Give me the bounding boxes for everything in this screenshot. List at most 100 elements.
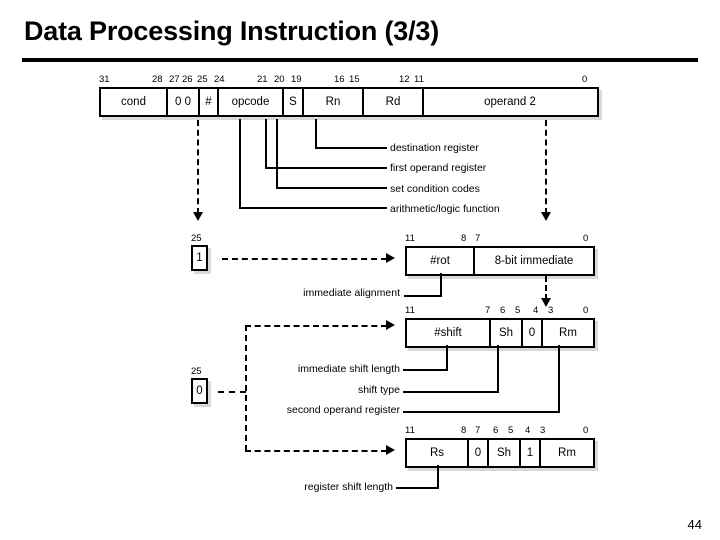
arrow-right-to-immediate-row — [386, 253, 395, 263]
bit-tick-27: 27 — [169, 74, 180, 85]
leader-line-second-operand-register-h — [403, 411, 560, 413]
bit-field-cell: Sh — [491, 320, 523, 346]
bit-field-cell: Rd — [364, 89, 424, 115]
bit-tick-16: 16 — [334, 74, 345, 85]
arrow-down-hash-bit-left — [193, 212, 203, 221]
bit-field-cell: Rn — [304, 89, 364, 115]
title-divider — [22, 58, 698, 62]
bit-tick-0: 0 — [583, 425, 589, 436]
bit-tick-11: 11 — [405, 305, 415, 316]
bit-tick-3: 3 — [548, 305, 554, 316]
bit-field-cell: cond — [101, 89, 168, 115]
page-title: Data Processing Instruction (3/3) — [24, 16, 439, 46]
leader-line-register-shift-length-h — [396, 487, 439, 489]
leader-line-immediate-alignment-h — [404, 295, 442, 297]
dashed-flow-hash-bit-left — [197, 120, 199, 214]
selector-box-register-shift: 0 — [191, 378, 208, 404]
bit-field-cell: Rm — [559, 327, 577, 339]
leader-line-destination-register — [315, 119, 317, 149]
bit-tick-11: 11 — [405, 425, 415, 436]
bit-field-cell: S — [284, 89, 304, 115]
leader-line-register-shift-length — [437, 465, 439, 489]
arrow-right-to-shift-row — [386, 320, 395, 330]
bit-tick-4: 4 — [525, 425, 531, 436]
callout-immediate-shift-length: immediate shift length — [297, 363, 400, 375]
dashed-flow-zero-to-register-shift-row — [245, 450, 387, 452]
bit-field-cell: 0 0 — [168, 89, 200, 115]
bit-tick-0: 0 — [582, 74, 588, 85]
dashed-flow-to-immediate-row — [222, 258, 387, 260]
leader-line-shift-type — [497, 345, 499, 393]
callout-set-condition-codes: set condition codes — [390, 183, 480, 195]
arrow-right-to-register-shift-row — [386, 445, 395, 455]
bit-field-cell: Rm — [558, 447, 576, 459]
callout-destination-register: destination register — [390, 142, 479, 154]
selector-tick-immediate: 25 — [191, 233, 202, 244]
bit-tick-6: 6 — [493, 425, 499, 436]
leader-line-arithmetic-logic-function-h — [239, 207, 387, 209]
selector-tick-register-shift: 25 — [191, 366, 202, 377]
bit-field-cell: opcode — [219, 89, 284, 115]
leader-line-first-operand-register — [265, 119, 267, 169]
bit-field-cell: Rs — [407, 440, 469, 466]
bit-tick-5: 5 — [515, 305, 521, 316]
bit-tick-11: 11 — [414, 74, 424, 85]
bit-field-cell: #rot — [407, 248, 475, 274]
bit-tick-25: 25 — [197, 74, 208, 85]
dashed-flow-zero-selector-vertical — [245, 325, 247, 451]
callout-immediate-alignment: immediate alignment — [303, 287, 400, 299]
bit-tick-7: 7 — [485, 305, 491, 316]
dashed-flow-right-to-shift-row — [545, 276, 547, 300]
dashed-flow-operand2-right — [545, 120, 547, 214]
bit-tick-26: 26 — [182, 74, 193, 85]
callout-register-shift-length: register shift length — [304, 481, 393, 493]
callout-arithmetic-logic-function: arithmetic/logic function — [390, 203, 500, 215]
bit-tick-7: 7 — [475, 233, 481, 244]
bit-field-cell: Sh — [489, 440, 521, 466]
leader-line-second-operand-register — [558, 345, 560, 413]
bit-tick-21: 21 — [257, 74, 268, 85]
bit-tick-31: 31 — [99, 74, 110, 85]
callout-first-operand-register: first operand register — [390, 162, 487, 174]
leader-line-destination-register-h — [315, 147, 387, 149]
bit-tick-6: 6 — [500, 305, 506, 316]
bit-tick-11: 11 — [405, 233, 415, 244]
leader-line-immediate-shift-length — [446, 345, 448, 371]
leader-line-immediate-alignment — [440, 273, 442, 297]
bit-tick-3: 3 — [540, 425, 546, 436]
arrow-down-right-to-shift-row — [541, 298, 551, 307]
leader-line-first-operand-register-h — [265, 167, 387, 169]
leader-line-arithmetic-logic-function — [239, 119, 241, 209]
dashed-flow-zero-to-shift-row — [245, 325, 387, 327]
leader-line-shift-type-h — [403, 391, 499, 393]
bit-tick-15: 15 — [349, 74, 360, 85]
bit-tick-24: 24 — [214, 74, 225, 85]
bit-tick-12: 12 — [399, 74, 410, 85]
bit-tick-7: 7 — [475, 425, 481, 436]
bit-tick-19: 19 — [291, 74, 302, 85]
bit-field-cell: 1 — [521, 440, 541, 466]
dashed-flow-from-zero-selector — [218, 391, 246, 393]
bit-tick-0: 0 — [583, 305, 589, 316]
bit-tick-4: 4 — [533, 305, 539, 316]
bit-tick-28: 28 — [152, 74, 163, 85]
callout-shift-type: shift type — [357, 384, 400, 396]
leader-line-immediate-shift-length-h — [403, 369, 448, 371]
leader-line-set-condition-codes-h — [276, 187, 387, 189]
bit-tick-20: 20 — [274, 74, 285, 85]
leader-line-set-condition-codes-v — [276, 119, 278, 189]
bit-field-cell: 0 — [469, 440, 489, 466]
bit-tick-5: 5 — [508, 425, 514, 436]
bit-field-cell: operand 2 — [484, 96, 536, 108]
